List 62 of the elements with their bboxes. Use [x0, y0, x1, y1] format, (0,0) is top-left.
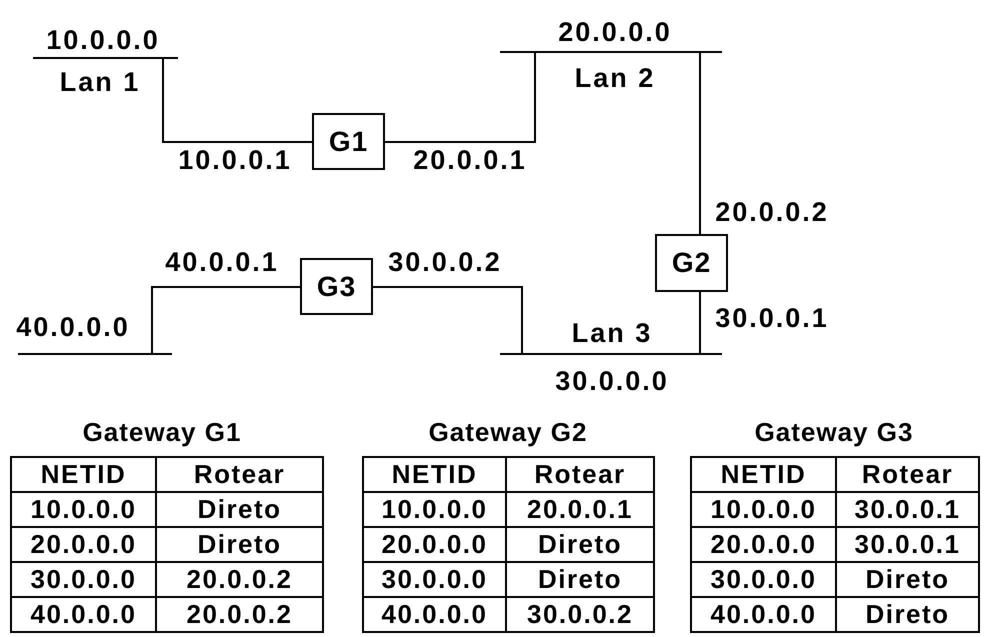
table-cell: 10.0.0.0 [363, 492, 506, 527]
edge-label: 20.0.0.1 [413, 144, 527, 177]
table-cell: 10.0.0.0 [691, 492, 836, 527]
network-segment-line [500, 353, 722, 355]
table-cell: 20.0.0.0 [363, 527, 506, 562]
gateway-name: G2 [672, 247, 712, 279]
header-cell: NETID [363, 457, 506, 492]
connector-line [699, 292, 701, 354]
table-cell: 30.0.0.2 [506, 597, 654, 632]
table-cell: Direto [836, 562, 979, 597]
table-cell: 30.0.0.0 [691, 562, 836, 597]
connector-line [385, 52, 536, 143]
table-title: Gateway G3 [754, 416, 914, 448]
network-segment-line [18, 353, 172, 355]
table-cell: Direto [156, 527, 323, 562]
table-cell: 20.0.0.0 [691, 527, 836, 562]
table-cell: 10.0.0.0 [11, 492, 156, 527]
table-cell: 30.0.0.1 [836, 492, 979, 527]
network-label: Lan 3 [572, 317, 652, 350]
edge-label: 30.0.0.1 [715, 302, 829, 335]
table-cell: 30.0.0.0 [363, 562, 506, 597]
edge-label: 10.0.0.1 [178, 144, 292, 177]
network-label: Lan 2 [574, 62, 656, 95]
table-title: Gateway G1 [82, 416, 242, 448]
gateway-box [312, 113, 385, 170]
table-cell: 40.0.0.0 [691, 597, 836, 632]
network-label: 20.0.0.0 [558, 16, 672, 49]
table-title: Gateway G2 [428, 416, 588, 448]
network-label: 40.0.0.0 [16, 311, 130, 344]
table-cell: 20.0.0.2 [156, 562, 323, 597]
header-cell: NETID [691, 457, 836, 492]
table-cell: Direto [506, 562, 654, 597]
header-cell: Rotear [836, 457, 979, 492]
network-segment-line [33, 57, 178, 59]
table-cell: 30.0.0.1 [836, 527, 979, 562]
gateway-name: G1 [328, 126, 368, 158]
gateway-box [300, 258, 373, 315]
table-cell: Direto [836, 597, 979, 632]
header-cell: NETID [11, 457, 156, 492]
header-cell: Rotear [156, 457, 323, 492]
table-cell: Direto [506, 527, 654, 562]
connector-line [151, 286, 300, 354]
network-label: 10.0.0.0 [46, 24, 160, 57]
edge-label: 30.0.0.2 [388, 246, 502, 279]
network-segment-line [500, 51, 722, 53]
network-label: 30.0.0.0 [555, 365, 669, 398]
table-cell: Direto [156, 492, 323, 527]
table-cell: 20.0.0.1 [506, 492, 654, 527]
table-cell: 20.0.0.0 [11, 527, 156, 562]
gateway-name: G3 [316, 270, 356, 302]
edge-label: 20.0.0.2 [715, 196, 829, 229]
header-cell: Rotear [506, 457, 654, 492]
network-label: Lan 1 [60, 66, 140, 99]
connector-line [162, 58, 312, 143]
gateway-box [655, 234, 728, 292]
connector-line [699, 52, 701, 234]
table-cell: 20.0.0.2 [156, 597, 323, 632]
connector-line [373, 286, 523, 354]
edge-label: 40.0.0.1 [165, 246, 279, 279]
table-cell: 40.0.0.0 [11, 597, 156, 632]
table-cell: 30.0.0.0 [11, 562, 156, 597]
table-cell: 40.0.0.0 [363, 597, 506, 632]
